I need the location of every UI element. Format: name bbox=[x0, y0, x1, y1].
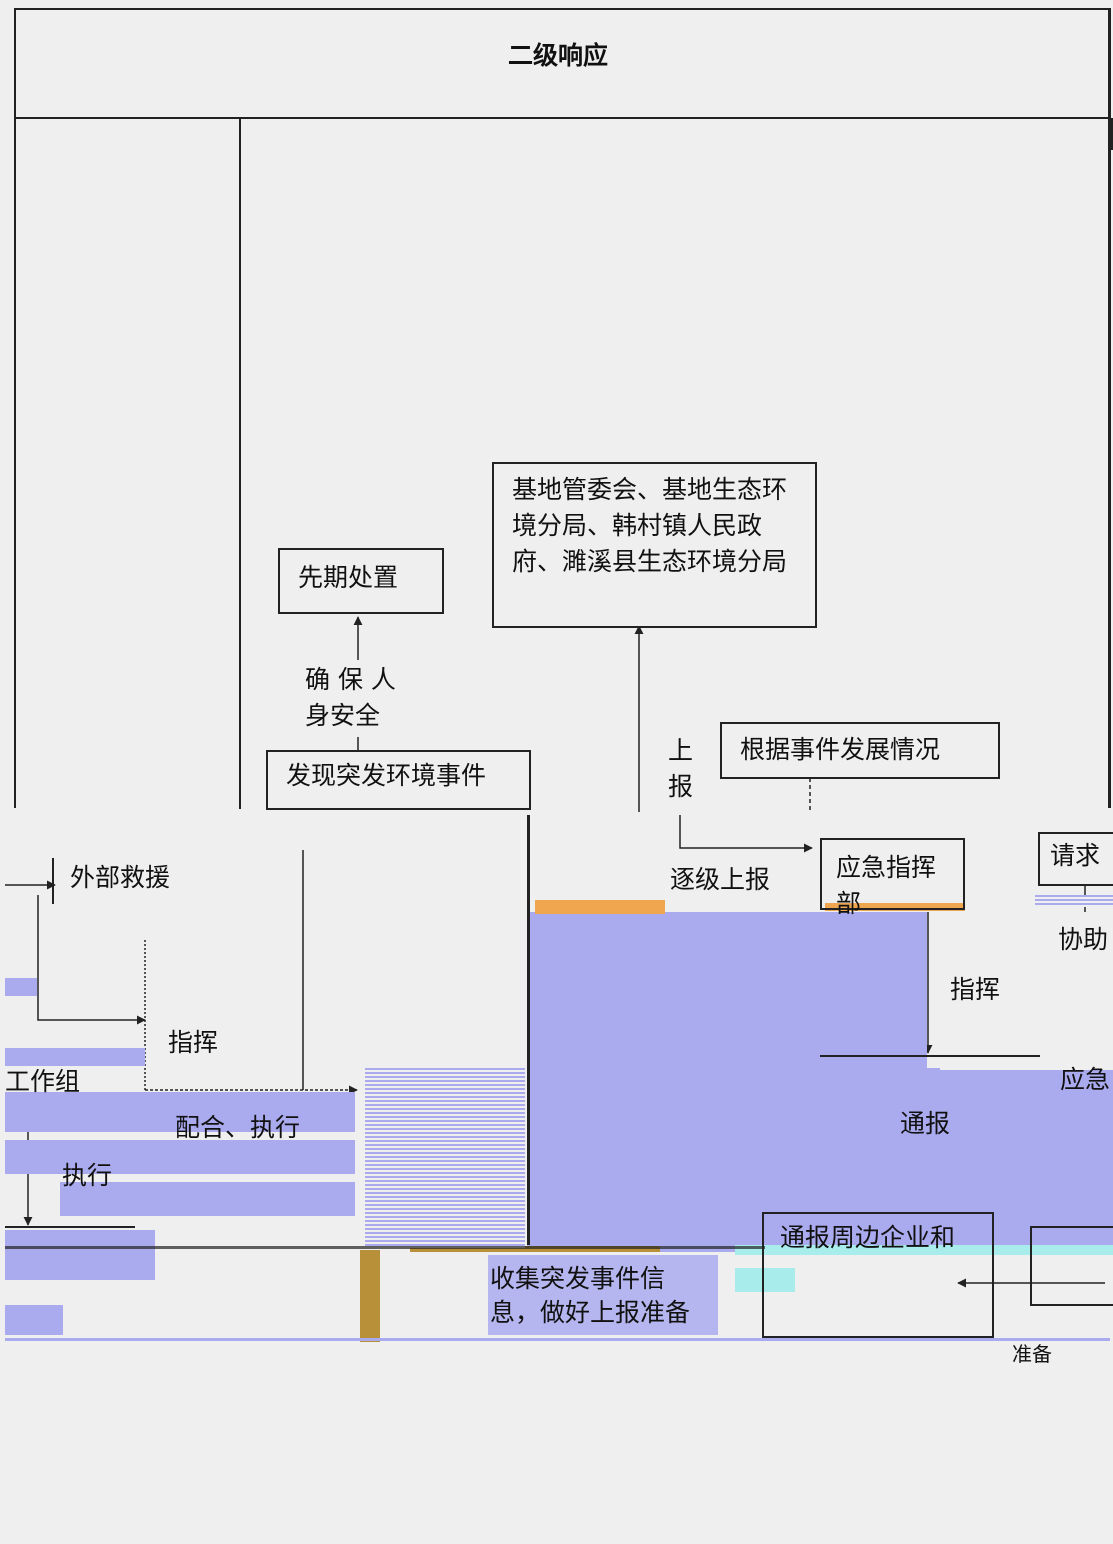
fragment-line-5 bbox=[5, 1226, 135, 1228]
overlay-lower-mid bbox=[488, 1255, 718, 1335]
node-notify-nearby-label: 通报周边企业和 bbox=[780, 1223, 956, 1252]
label-command-1: 指挥 bbox=[950, 975, 1001, 1004]
node-external-rescue-label: 外部救援 bbox=[70, 863, 171, 892]
frame-header-bottom-line bbox=[14, 117, 1111, 119]
node-by-development: 根据事件发展情况 bbox=[720, 722, 1000, 779]
column-divider-line bbox=[239, 117, 241, 809]
label-report-up: 上 报 bbox=[668, 733, 698, 805]
overlay-left-5 bbox=[60, 1182, 355, 1216]
node-request-label: 请求 bbox=[1050, 841, 1101, 870]
right-tick bbox=[1108, 118, 1113, 150]
overlay-gold-2 bbox=[410, 1246, 660, 1252]
node-initial-disposal: 先期处置 bbox=[278, 548, 444, 614]
label-assist: 协助 bbox=[1058, 925, 1109, 954]
node-notify-nearby: 通报周边企业和 bbox=[762, 1212, 994, 1338]
overlay-strip-orange bbox=[535, 900, 665, 914]
overlay-block-mid bbox=[640, 1068, 940, 1248]
overlay-left-2 bbox=[5, 1048, 145, 1066]
overlay-cyan bbox=[735, 1245, 1113, 1255]
frame-top-line bbox=[14, 8, 1111, 10]
label-work-group: 工作组 bbox=[5, 1067, 81, 1096]
label-execute: 执行 bbox=[62, 1161, 113, 1190]
label-report-up-text: 上 报 bbox=[668, 736, 694, 801]
label-prepare: 准备 bbox=[1012, 1342, 1052, 1366]
label-ensure-safety-text: 确 保 人 身安全 bbox=[305, 665, 396, 730]
fragment-line-1 bbox=[5, 1338, 1110, 1341]
overlay-block-right bbox=[927, 1070, 1113, 1250]
label-cooperate-execute: 配合、执行 bbox=[175, 1113, 301, 1142]
frame-left-line bbox=[14, 8, 16, 808]
label-ensure-safety: 确 保 人 身安全 bbox=[305, 662, 405, 734]
overlay-stripes-right bbox=[1035, 895, 1113, 907]
overlay-strip-orange-2 bbox=[825, 903, 965, 911]
overlay-stripes bbox=[365, 1068, 525, 1248]
node-collect-info: 收集突发事件信息，做好上报准备 bbox=[478, 1258, 718, 1338]
overlay-left-6 bbox=[5, 1230, 155, 1280]
label-emergency: 应急 bbox=[1060, 1065, 1111, 1094]
overlay-left-7 bbox=[5, 1305, 63, 1335]
overlay-left-3 bbox=[5, 1092, 355, 1132]
fragment-line-3 bbox=[820, 1055, 1040, 1057]
node-authorities: 基地管委会、基地生态环境分局、韩村镇人民政府、濉溪县生态环境分局 bbox=[492, 462, 817, 628]
overlay-left-1 bbox=[5, 978, 37, 996]
node-external-rescue: 外部救援 bbox=[52, 858, 212, 904]
label-escalate: 逐级上报 bbox=[670, 865, 771, 894]
node-collect-info-label: 收集突发事件信息，做好上报准备 bbox=[490, 1264, 691, 1327]
node-discover-event: 发现突发环境事件 bbox=[266, 750, 531, 810]
overlay-gold bbox=[360, 1250, 380, 1342]
arrow-left-command bbox=[37, 895, 146, 1025]
node-emergency-command: 应急指挥部 bbox=[820, 838, 965, 918]
fragment-line-4 bbox=[527, 815, 530, 1245]
label-command-2: 指挥 bbox=[168, 1028, 219, 1057]
fragment-line-2 bbox=[5, 1246, 765, 1249]
overlay-cyan-2 bbox=[735, 1268, 795, 1292]
overlay-left-4 bbox=[5, 1140, 355, 1174]
label-notify: 通报 bbox=[900, 1109, 951, 1138]
node-right-bottom bbox=[1030, 1226, 1113, 1306]
header-title: 二级响应 bbox=[508, 41, 609, 70]
node-discover-event-label: 发现突发环境事件 bbox=[286, 761, 487, 790]
node-by-development-label: 根据事件发展情况 bbox=[740, 735, 941, 764]
node-emergency-command-label: 应急指挥部 bbox=[836, 853, 937, 918]
node-authorities-label: 基地管委会、基地生态环境分局、韩村镇人民政府、濉溪县生态环境分局 bbox=[512, 475, 788, 576]
node-request: 请求 bbox=[1038, 832, 1113, 886]
node-initial-disposal-label: 先期处置 bbox=[298, 563, 399, 592]
arrow-escalate bbox=[679, 815, 813, 853]
frame-right-line bbox=[1108, 8, 1111, 808]
